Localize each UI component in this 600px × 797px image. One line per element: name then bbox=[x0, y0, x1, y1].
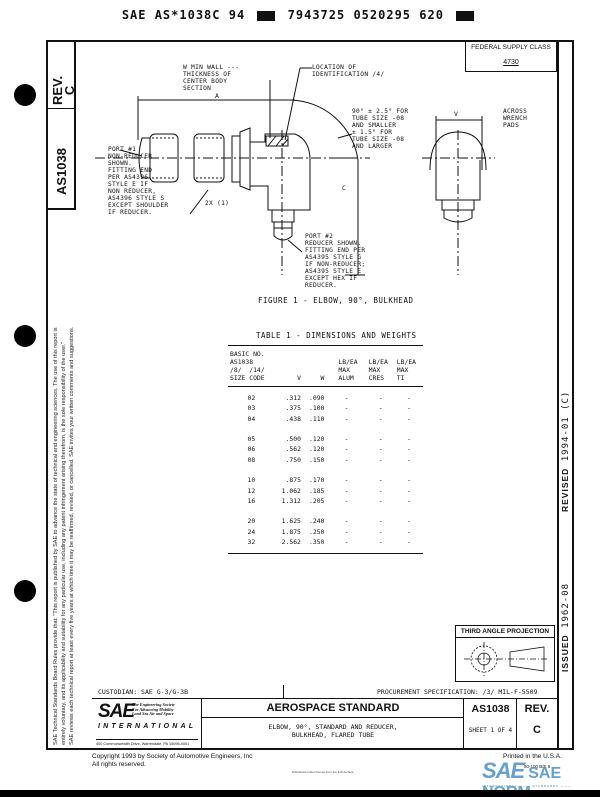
side-tab-doc-number: AS1038 bbox=[54, 148, 69, 195]
dim-c-label: C bbox=[342, 184, 346, 192]
table-row: 03.375.100--- bbox=[247, 404, 411, 413]
side-tab-revision: REV. C bbox=[50, 75, 77, 105]
bottom-scan-bar bbox=[0, 790, 600, 797]
table-row: 04.438.110--- bbox=[247, 414, 411, 423]
table-row: 06.562.120--- bbox=[247, 445, 411, 454]
custodian: CUSTODIAN: SAE G-3/G-3B bbox=[98, 688, 189, 696]
elbow-fitting-drawing: A C V bbox=[95, 67, 495, 276]
right-date-strip bbox=[557, 40, 574, 750]
side-tab-divider bbox=[46, 108, 76, 109]
dimensions-weights-table: BASIC NO. AS1038 /8/ /14/ SIZE CODE V W … bbox=[228, 345, 423, 554]
procurement-specification: PROCUREMENT SPECIFICATION: /3/ MIL-F-550… bbox=[377, 688, 538, 696]
rev-label: REV. bbox=[524, 703, 550, 715]
title-block-top-row: CUSTODIAN: SAE G-3/G-3B PROCUREMENT SPEC… bbox=[92, 685, 557, 699]
document-title: ELBOW, 90°, STANDARD AND REDUCER, BULKHE… bbox=[268, 723, 398, 739]
col-w: W bbox=[320, 374, 325, 382]
table-row: 05.500.120--- bbox=[247, 434, 411, 443]
drawing-frame bbox=[46, 40, 574, 750]
rev-value: C bbox=[533, 724, 541, 736]
divider bbox=[283, 685, 284, 699]
fsc-label: FEDERAL SUPPLY CLASS bbox=[471, 44, 551, 51]
black-bar-mark bbox=[456, 10, 475, 21]
punch-hole-top bbox=[14, 84, 36, 106]
sheet-number: SHEET 1 OF 4 bbox=[468, 727, 513, 734]
document-barcode-header: SAE AS*1038C 94 7943725 0520295 620 bbox=[0, 8, 600, 22]
punch-hole-middle bbox=[14, 325, 36, 347]
note-port-2: PORT #2 REDUCER SHOWN. FITTING END PER A… bbox=[305, 233, 366, 289]
sae-logo-block: SAE The Engineering Society For Advancin… bbox=[92, 699, 202, 750]
dim-a-label: A bbox=[215, 92, 219, 100]
table-row: 10.875.170--- bbox=[247, 476, 411, 485]
sae-tagline: The Engineering Society For Advancing Mo… bbox=[132, 702, 175, 717]
form-number: 90-100 B/E 5 bbox=[524, 764, 551, 769]
third-angle-projection-box: THIRD ANGLE PROJECTION bbox=[455, 625, 555, 682]
revision-block: REV. C bbox=[517, 699, 557, 750]
col-cres: LB/EA MAX CRES bbox=[368, 358, 388, 382]
punch-hole-bottom bbox=[14, 580, 36, 602]
figure-caption: FIGURE 1 - ELBOW, 90°, BULKHEAD bbox=[258, 296, 414, 305]
side-tab bbox=[46, 40, 76, 210]
revised-date: REVISED 1994-01 (C) bbox=[560, 390, 571, 512]
col-alum: LB/EA MAX ALUM bbox=[338, 358, 358, 382]
standard-type: AEROSPACE STANDARD bbox=[202, 699, 464, 718]
col-ti: LB/EA MAX TI bbox=[396, 358, 417, 382]
license-note: Distributed under license from the IHS A… bbox=[292, 770, 354, 774]
note-angle-tolerance: 90° ± 2.5° FOR TUBE SIZE -08 AND SMALLER… bbox=[352, 108, 409, 150]
note-port-1: PORT #1 NON-REDUCER SHOWN. FITTING END P… bbox=[108, 146, 169, 216]
dim-v-label: V bbox=[454, 110, 458, 118]
standard-title-block: AEROSPACE STANDARD ELBOW, 90°, STANDARD … bbox=[202, 699, 464, 750]
doc-number: AS1038 bbox=[471, 703, 510, 715]
note-min-wall: W MIN WALL --- THICKNESS OF CENTER BODY … bbox=[183, 64, 240, 92]
printed-in: Printed in the U.S.A. bbox=[503, 753, 562, 760]
sae-logo: SAE bbox=[98, 701, 135, 722]
doc-number-block: AS1038 SHEET 1 OF 4 bbox=[464, 699, 517, 750]
note-location-identification: LOCATION OF IDENTIFICATION /4/ bbox=[312, 64, 385, 78]
watermark-subtext: INTERNATIONAL ——— STANDARDS ——— bbox=[482, 784, 573, 788]
col-v: V bbox=[297, 374, 301, 382]
doc-serial: 7943725 0520295 620 bbox=[287, 8, 444, 22]
third-angle-projection-symbol bbox=[464, 642, 548, 676]
fsc-value: 4730 bbox=[503, 59, 519, 66]
third-angle-label: THIRD ANGLE PROJECTION bbox=[456, 626, 554, 638]
sae-address: 400 Commonwealth Drive, Warrendale, PA 1… bbox=[96, 739, 198, 746]
table-row: 08.750.150--- bbox=[247, 455, 411, 464]
doc-code: SAE AS*1038C 94 bbox=[121, 8, 246, 22]
issued-date: ISSUED 1962-08 bbox=[560, 582, 571, 672]
note-2x: 2X (1) bbox=[205, 200, 230, 207]
note-across-wrench-pads: ACROSS WRENCH PADS bbox=[503, 108, 528, 129]
watermark-logo: SAE bbox=[482, 758, 525, 783]
table-header-row: BASIC NO. AS1038 /8/ /14/ SIZE CODE V W … bbox=[228, 345, 423, 387]
sae-international: INTERNATIONAL bbox=[98, 723, 197, 730]
federal-supply-class-box: FEDERAL SUPPLY CLASS 4730 bbox=[465, 40, 557, 72]
black-bar-mark bbox=[257, 10, 276, 21]
col-basic-no: BASIC NO. AS1038 /8/ /14/ SIZE CODE bbox=[230, 350, 265, 382]
copyright: Copyright 1993 by Society of Automotive … bbox=[92, 753, 253, 768]
table-caption: TABLE 1 - DIMENSIONS AND WEIGHTS bbox=[256, 331, 417, 340]
table-row: 02.312.090--- bbox=[247, 394, 411, 402]
